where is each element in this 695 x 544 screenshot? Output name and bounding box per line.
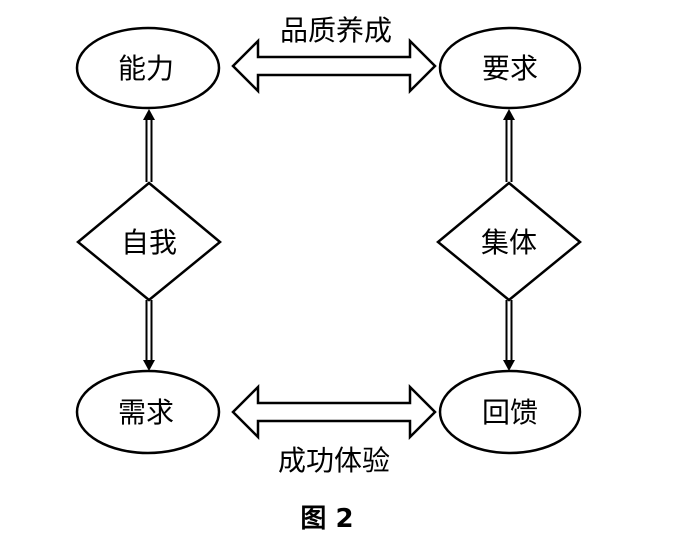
- arrow-self-to-need: [143, 300, 155, 371]
- arrow-collective-to-feedback: [503, 300, 515, 371]
- node-self: 自我: [76, 181, 222, 302]
- node-label-need: 需求: [118, 396, 174, 429]
- figure-caption: 图 2: [300, 504, 353, 534]
- node-label-ability: 能力: [118, 52, 174, 85]
- arrow-self-to-ability: [143, 109, 155, 182]
- node-label-requirement: 要求: [482, 52, 538, 85]
- edge-label-top: 品质养成: [280, 14, 392, 47]
- node-collective: 集体: [436, 181, 582, 302]
- arrow-collective-to-requirement: [503, 109, 515, 182]
- node-label-self: 自我: [121, 226, 177, 259]
- node-feedback: 回馈: [438, 369, 582, 455]
- node-requirement: 要求: [438, 26, 582, 110]
- node-label-feedback: 回馈: [482, 396, 538, 429]
- double-arrow-bottom: [231, 383, 437, 441]
- node-label-collective: 集体: [481, 226, 537, 259]
- node-ability: 能力: [75, 26, 221, 110]
- double-arrow-top: [231, 37, 437, 95]
- node-need: 需求: [75, 369, 221, 455]
- edge-label-bottom: 成功体验: [278, 444, 390, 477]
